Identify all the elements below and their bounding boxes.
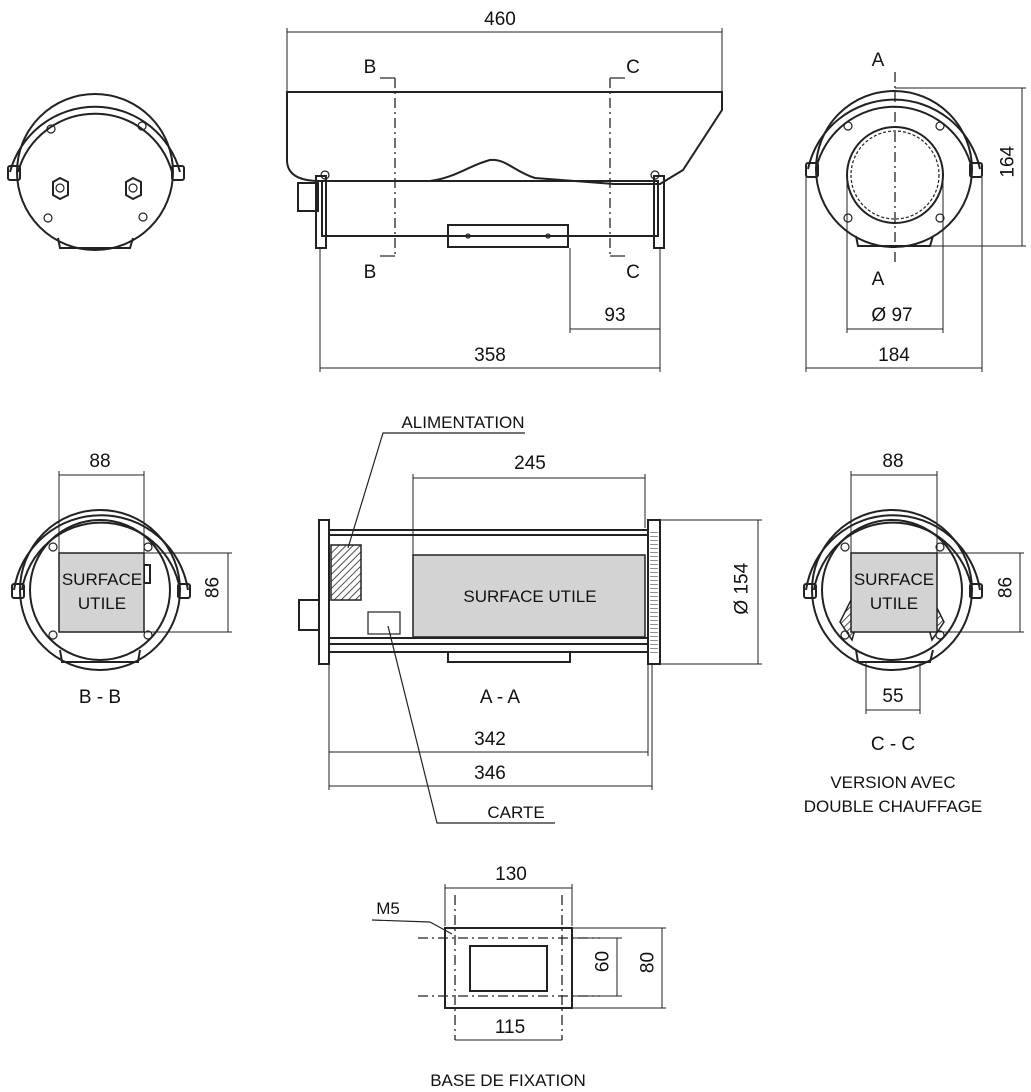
section-bb: 88 SURFACE UTILE 86 B - B xyxy=(11,451,232,708)
section-mark-b-top: B xyxy=(364,57,377,78)
dim-460: 460 xyxy=(484,9,516,30)
dim-184: 184 xyxy=(878,345,910,366)
section-mark-c-top: C xyxy=(626,57,640,78)
view-title-base: BASE DE FIXATION xyxy=(430,1071,586,1090)
dim-164: 164 xyxy=(998,145,1019,177)
dim-342: 342 xyxy=(474,729,506,750)
surface-right-line2: UTILE xyxy=(870,594,918,613)
section-mark-b-bottom: B xyxy=(364,262,377,283)
dim-358: 358 xyxy=(474,345,506,366)
view-title-bb: B - B xyxy=(79,687,121,708)
version-line1: VERSION AVEC xyxy=(830,773,955,792)
dim-346: 346 xyxy=(474,763,506,784)
dim-86-right: 86 xyxy=(996,577,1017,598)
front-view xyxy=(7,93,185,251)
rear-view: A A 164 Ø 97 184 xyxy=(805,50,1026,372)
surface-left-line2: UTILE xyxy=(78,594,126,613)
dim-115: 115 xyxy=(495,1017,525,1038)
dim-55: 55 xyxy=(882,686,903,707)
section-mark-c-bottom: C xyxy=(626,262,640,283)
view-title-aa: A - A xyxy=(480,687,520,708)
surface-right-line1: SURFACE xyxy=(854,570,934,589)
label-alimentation: ALIMENTATION xyxy=(401,413,524,432)
dim-86-left: 86 xyxy=(203,577,224,598)
surface-left-line1: SURFACE xyxy=(62,570,142,589)
base-view: 130 M5 60 80 115 BASE DE FIXATION xyxy=(371,864,666,1090)
dim-97: Ø 97 xyxy=(871,305,912,326)
section-mark-a-top: A xyxy=(872,50,885,71)
dim-154: Ø 154 xyxy=(732,562,753,614)
dim-130: 130 xyxy=(495,864,527,885)
view-title-cc: C - C xyxy=(871,734,915,755)
surface-center: SURFACE UTILE xyxy=(463,587,596,606)
side-view: 460 B B C C 93 358 xyxy=(286,9,723,372)
section-cc: 88 SURFACE UTILE 86 55 C - C VERSION AVE… xyxy=(803,451,1024,816)
dim-88-right: 88 xyxy=(882,451,903,472)
section-aa: ALIMENTATION 245 SURFACE UTILE Ø 154 A -… xyxy=(298,413,762,824)
version-line2: DOUBLE CHAUFFAGE xyxy=(804,797,983,816)
section-mark-a-bottom: A xyxy=(872,269,885,290)
label-m5: M5 xyxy=(376,899,400,918)
label-carte: CARTE xyxy=(487,803,544,822)
dim-60: 60 xyxy=(593,951,614,972)
dim-245: 245 xyxy=(514,453,546,474)
dim-80: 80 xyxy=(638,952,659,973)
dim-88-left: 88 xyxy=(89,451,110,472)
dim-93: 93 xyxy=(604,305,625,326)
